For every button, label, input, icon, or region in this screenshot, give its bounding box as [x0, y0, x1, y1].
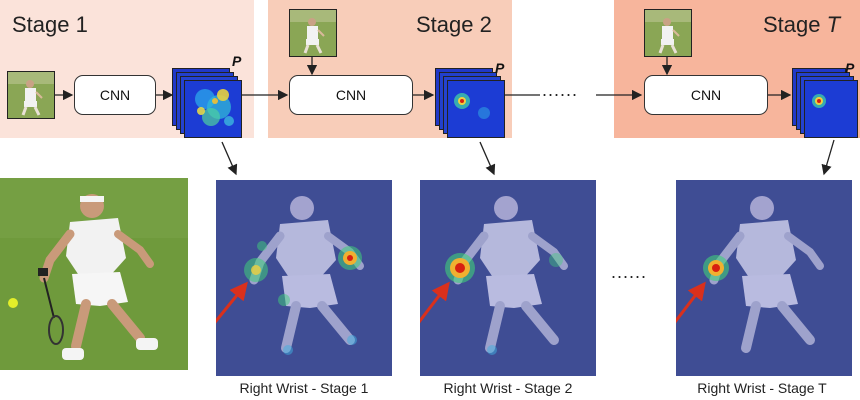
overlay-continuation-dots: ......: [611, 262, 648, 282]
caption-stage-1: Right Wrist - Stage 1: [239, 380, 369, 396]
stage-2-title: Stage 2: [416, 12, 492, 37]
input-image-thumb-stage-2: [289, 9, 337, 57]
stage-t-title: Stage T: [763, 12, 841, 37]
caption-stage-t: Right Wrist - Stage T: [697, 380, 827, 396]
belief-map-stack-stage-t: [792, 68, 860, 138]
overlay-image-stage-t: [676, 180, 852, 376]
belief-label-stage-t: P: [845, 60, 855, 76]
cnn-box-stage-1: CNN: [74, 75, 156, 115]
stage-continuation-dots: ......: [542, 80, 579, 100]
belief-label-stage-1: P: [232, 53, 242, 69]
overlay-image-stage-1: [216, 180, 392, 376]
stage-1-title: Stage 1: [12, 12, 88, 37]
input-photo: [0, 178, 188, 370]
overlay-image-stage-2: [420, 180, 596, 376]
belief-map-stack-stage-2: [435, 68, 507, 138]
caption-stage-2: Right Wrist - Stage 2: [443, 380, 573, 396]
cnn-box-stage-t: CNN: [644, 75, 768, 115]
input-image-thumb-stage-t: [644, 9, 692, 57]
belief-map-stack-stage-1: [172, 68, 244, 138]
belief-label-stage-2: P: [495, 60, 505, 76]
cnn-box-stage-2: CNN: [289, 75, 413, 115]
input-image-thumb-stage-1: [7, 71, 55, 119]
